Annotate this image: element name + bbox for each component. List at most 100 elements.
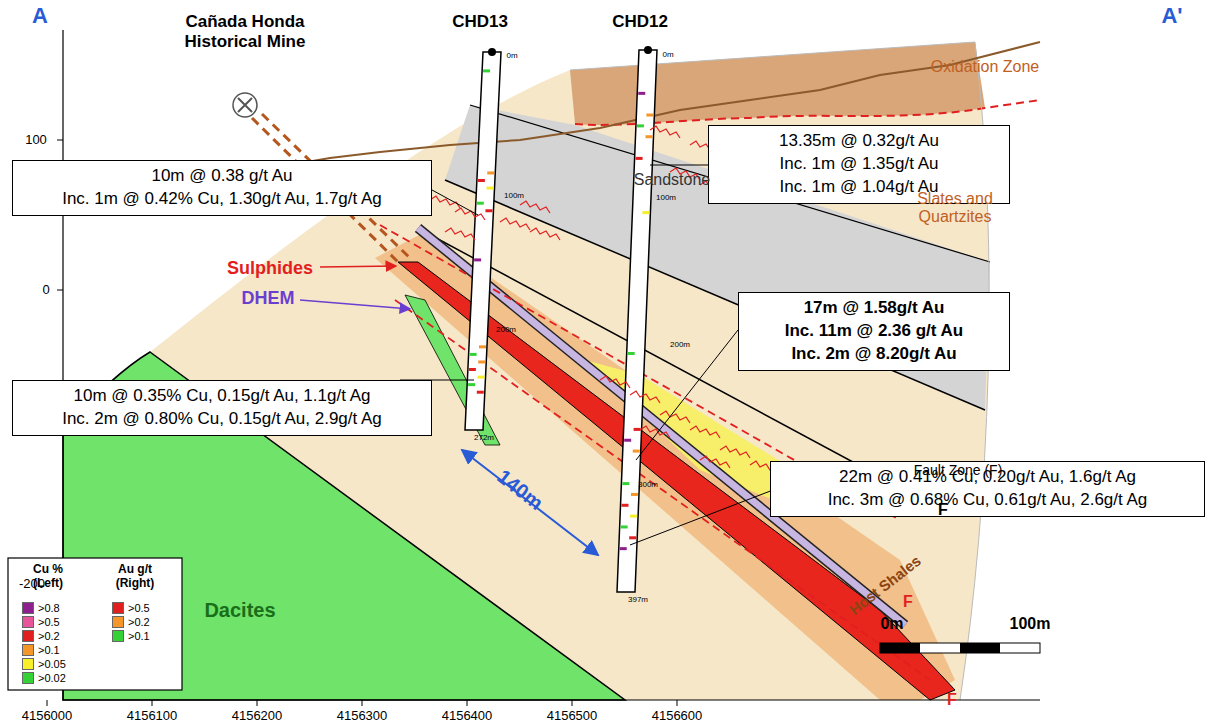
section-label: 4156000: [22, 709, 73, 724]
legend-entry: >0.2: [112, 616, 150, 628]
assay-tick: [621, 525, 628, 528]
legend-text: >0.5: [128, 602, 150, 614]
assay-tick: [634, 428, 641, 431]
section-label: Sulphides: [227, 258, 313, 279]
assay-tick: [477, 391, 484, 394]
assay-tick: [631, 493, 638, 496]
legend-swatch: [22, 630, 34, 642]
assay-text: 10m @ 0.38 g/t Au: [23, 165, 421, 188]
assay-tick: [636, 157, 643, 160]
section-label: 4156100: [127, 709, 178, 724]
assay-tick: [477, 202, 484, 205]
section-label: 100m: [1010, 615, 1051, 633]
legend-text: >0.2: [128, 616, 150, 628]
section-label: F: [947, 691, 957, 709]
legend-entry: >0.1: [112, 630, 150, 642]
assay-callout: 10m @ 0.35% Cu, 0.15g/t Au, 1.1g/t AgInc…: [12, 380, 432, 436]
legend-text: >0.5: [38, 616, 60, 628]
legend-swatch: [112, 630, 124, 642]
drill-hole: [617, 50, 657, 592]
assay-tick: [633, 450, 640, 453]
assay-tick: [622, 504, 629, 507]
legend-text: >0.02: [38, 672, 66, 684]
assay-text: 10m @ 0.35% Cu, 0.15g/t Au, 1.1g/t Ag: [23, 385, 421, 408]
assay-tick: [474, 258, 481, 261]
assay-text: Inc. 1m @ 1.35g/t Au: [719, 153, 999, 176]
section-label: Sandstone: [634, 171, 711, 189]
assay-tick: [646, 114, 653, 117]
legend-text: >0.1: [128, 630, 150, 642]
assay-text: 17m @ 1.58g/t Au: [749, 297, 999, 320]
assay-tick: [478, 360, 485, 363]
vein: [660, 411, 690, 423]
section-label: CHD12: [612, 12, 668, 32]
section-label: 100: [25, 133, 47, 148]
vein: [520, 201, 550, 213]
legend-text: >0.1: [38, 644, 60, 656]
assay-tick: [487, 187, 494, 190]
section-label: 0m: [662, 50, 673, 59]
section-label: CHD13: [452, 12, 508, 32]
vein: [630, 391, 660, 403]
legend-swatch: [112, 602, 124, 614]
drill-hole: [465, 52, 501, 430]
assay-tick: [478, 179, 485, 182]
section-label: Slates and Quartzites: [905, 190, 1005, 227]
section-label: Dacites: [204, 599, 275, 622]
section-label: 397m: [628, 595, 648, 604]
legend-swatch: [22, 602, 34, 614]
assay-tick: [642, 211, 649, 214]
assay-text: Inc. 11m @ 2.36 g/t Au: [749, 320, 999, 343]
assay-tick: [622, 482, 629, 485]
assay-tick: [487, 171, 494, 174]
section-label: 0m: [880, 615, 903, 633]
section-label: Oxidation Zone: [931, 58, 1040, 76]
section-label: DHEM: [242, 288, 295, 309]
section-label: 4156400: [442, 709, 493, 724]
legend-text: >0.05: [38, 658, 66, 670]
mine-symbol: [233, 93, 257, 117]
assay-tick: [479, 345, 486, 348]
assay-text: Inc. 3m @ 0.68% Cu, 0.61g/t Au, 2.6g/t A…: [781, 489, 1194, 512]
section-label: Cañada Honda Historical Mine: [170, 12, 320, 51]
section-label: A: [32, 3, 48, 28]
section-label: 200m: [496, 325, 516, 334]
assay-tick: [637, 124, 644, 127]
assay-callout: 17m @ 1.58g/t AuInc. 11m @ 2.36 g/t AuIn…: [738, 292, 1010, 371]
axis: [63, 30, 1040, 700]
section-label: F: [903, 593, 913, 611]
assay-tick: [468, 383, 475, 386]
section-label: A': [1161, 3, 1182, 28]
legend-entry: >0.2: [22, 630, 60, 642]
section-label: 272m: [474, 433, 494, 442]
legend-entry: >0.5: [22, 616, 60, 628]
legend-entry: >0.1: [22, 644, 60, 656]
assay-tick: [638, 92, 645, 95]
legend-entry: >0.5: [112, 602, 150, 614]
vein: [650, 126, 680, 138]
section-label: 4156500: [547, 709, 598, 724]
legend-swatch: [112, 616, 124, 628]
legend-entry: >0.05: [22, 658, 66, 670]
vein: [600, 376, 630, 388]
assay-text: Inc. 2m @ 0.80% Cu, 0.15g/t Au, 2.9g/t A…: [23, 408, 421, 431]
assay-callout: 10m @ 0.38 g/t AuInc. 1m @ 0.42% Cu, 1.3…: [12, 160, 432, 216]
vein: [530, 228, 560, 240]
legend-box: [8, 558, 182, 690]
assay-tick: [624, 439, 631, 442]
assay-tick: [478, 376, 485, 379]
dhem-plate: [418, 228, 905, 625]
section-label: 4156200: [232, 709, 283, 724]
section-label: 100m: [656, 193, 676, 202]
section-label: Cu % (Left): [18, 563, 78, 591]
legend-swatch: [22, 616, 34, 628]
assay-tick: [628, 352, 635, 355]
assay-tick: [470, 353, 477, 356]
section-label: Au g/t (Right): [100, 563, 170, 591]
assay-text: Inc. 1m @ 0.42% Cu, 1.30g/t Au, 1.7g/t A…: [23, 188, 421, 211]
legend-text: >0.2: [38, 630, 60, 642]
legend-swatch: [22, 658, 34, 670]
section-label: 0m: [506, 51, 517, 60]
oxidation-zone: [570, 42, 985, 125]
vein: [500, 218, 530, 230]
